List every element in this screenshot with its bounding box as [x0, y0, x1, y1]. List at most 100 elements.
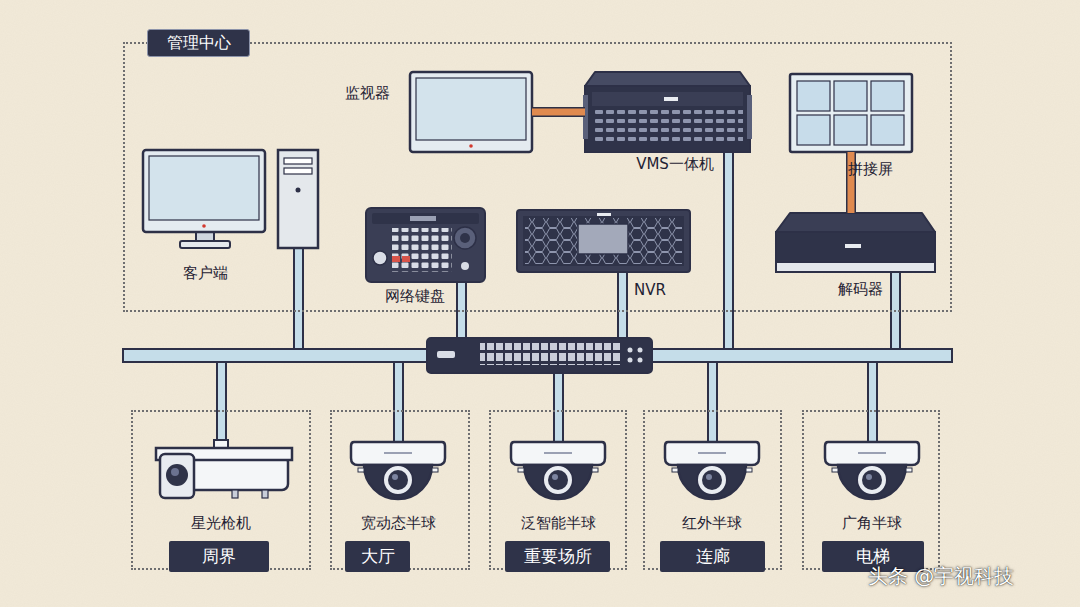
camera-label: 泛智能半球 — [503, 512, 613, 534]
bullet-camera — [160, 454, 194, 498]
monitor-box: 监视器 — [410, 72, 532, 152]
bullet-camera — [156, 440, 292, 498]
decoder-device — [776, 262, 935, 272]
area-tab: 大厅 — [345, 541, 410, 572]
network-switch — [638, 348, 643, 353]
vms-server — [585, 72, 750, 86]
decoder-device — [776, 232, 935, 262]
device-label: 网络键盘 — [370, 285, 460, 307]
network-wire — [724, 150, 733, 350]
client-pc — [149, 156, 259, 220]
dome-camera — [351, 442, 445, 499]
monitor-device — [416, 78, 526, 140]
client-pc — [143, 150, 318, 248]
nvr-device — [523, 216, 684, 266]
network-wire — [217, 361, 226, 443]
decoder-device — [776, 213, 935, 272]
video-wall — [797, 115, 830, 145]
camera-box: 泛智能半球 — [512, 440, 604, 502]
vms-box: VMS一体机 — [585, 72, 750, 152]
network-switch — [628, 358, 633, 363]
client-pc — [202, 224, 206, 228]
connector-casing — [846, 152, 856, 213]
area-tab: 电梯 — [822, 541, 924, 572]
video-wall — [834, 115, 867, 145]
area-zone: 连廊红外半球 — [643, 410, 782, 570]
device-label: NVR — [615, 279, 685, 301]
video-wall — [834, 81, 867, 111]
network-switch — [427, 338, 652, 373]
client-pc — [284, 158, 312, 164]
device-label: VMS一体机 — [610, 153, 740, 175]
vms-server — [747, 95, 752, 139]
dome-camera — [511, 442, 605, 499]
decoder-device — [845, 244, 861, 248]
video-wall-box: 拼接屏 — [790, 74, 912, 152]
network-switch — [427, 338, 652, 373]
camera-label: 红外半球 — [657, 512, 767, 534]
bullet-camera — [171, 468, 179, 476]
area-zone: 电梯广角半球 — [802, 410, 940, 570]
area-tab: 周界 — [169, 541, 269, 572]
network-switch — [480, 343, 620, 365]
network-wire — [217, 150, 900, 443]
bullet-camera — [262, 490, 268, 498]
monitor-device — [410, 72, 532, 152]
network-keyboard — [402, 256, 410, 262]
network-keyboard — [372, 213, 479, 224]
network-keyboard — [460, 233, 470, 243]
bullet-camera — [232, 490, 238, 498]
network-wire — [394, 361, 403, 442]
video-cable — [532, 109, 585, 116]
network-keyboard — [454, 227, 476, 249]
client-pc — [143, 150, 265, 232]
video-wall — [871, 81, 904, 111]
monitor-device — [410, 72, 532, 152]
camera-box: 红外半球 — [666, 440, 758, 502]
device-label: 解码器 — [825, 278, 895, 300]
vms-server — [592, 110, 743, 146]
nvr-device — [517, 210, 690, 272]
area-zone: 周界星光枪机 — [131, 410, 311, 570]
nvr-box: NVR — [517, 210, 690, 272]
video-wall — [797, 81, 830, 111]
area-zone: 大厅宽动态半球 — [330, 410, 470, 570]
dome-camera — [825, 442, 919, 499]
vms-server — [592, 92, 743, 106]
camera-label: 宽动态半球 — [343, 512, 453, 534]
client-pc — [180, 241, 230, 248]
video-cable — [848, 152, 855, 213]
video-wall — [790, 74, 912, 152]
vms-server — [585, 86, 750, 152]
network-wire — [294, 246, 303, 350]
bullet-camera — [166, 464, 188, 486]
nvr-device — [578, 224, 628, 254]
network-wire — [891, 270, 900, 350]
nvr-device — [517, 210, 690, 272]
video-wall — [797, 81, 904, 145]
network-wire — [868, 361, 877, 442]
camera-box: 广角半球 — [826, 440, 918, 502]
network-switch — [628, 348, 633, 353]
video-wall — [871, 115, 904, 145]
video-wall — [790, 74, 912, 152]
network-keyboard — [366, 208, 485, 282]
network-keyboard — [410, 216, 436, 221]
network-keyboard — [392, 256, 400, 262]
connector-casing — [532, 107, 585, 117]
client-pc — [296, 188, 301, 193]
device-label: 拼接屏 — [840, 158, 900, 180]
network-wire — [708, 361, 717, 442]
client-box: 客户端 — [143, 150, 318, 248]
network-keyboard — [366, 208, 485, 282]
area-tab: 连廊 — [660, 541, 765, 572]
decoder-device — [776, 213, 935, 232]
monitor-device — [469, 144, 473, 148]
decoder-box: 解码器 — [776, 213, 935, 272]
camera-label: 星光枪机 — [171, 512, 271, 534]
